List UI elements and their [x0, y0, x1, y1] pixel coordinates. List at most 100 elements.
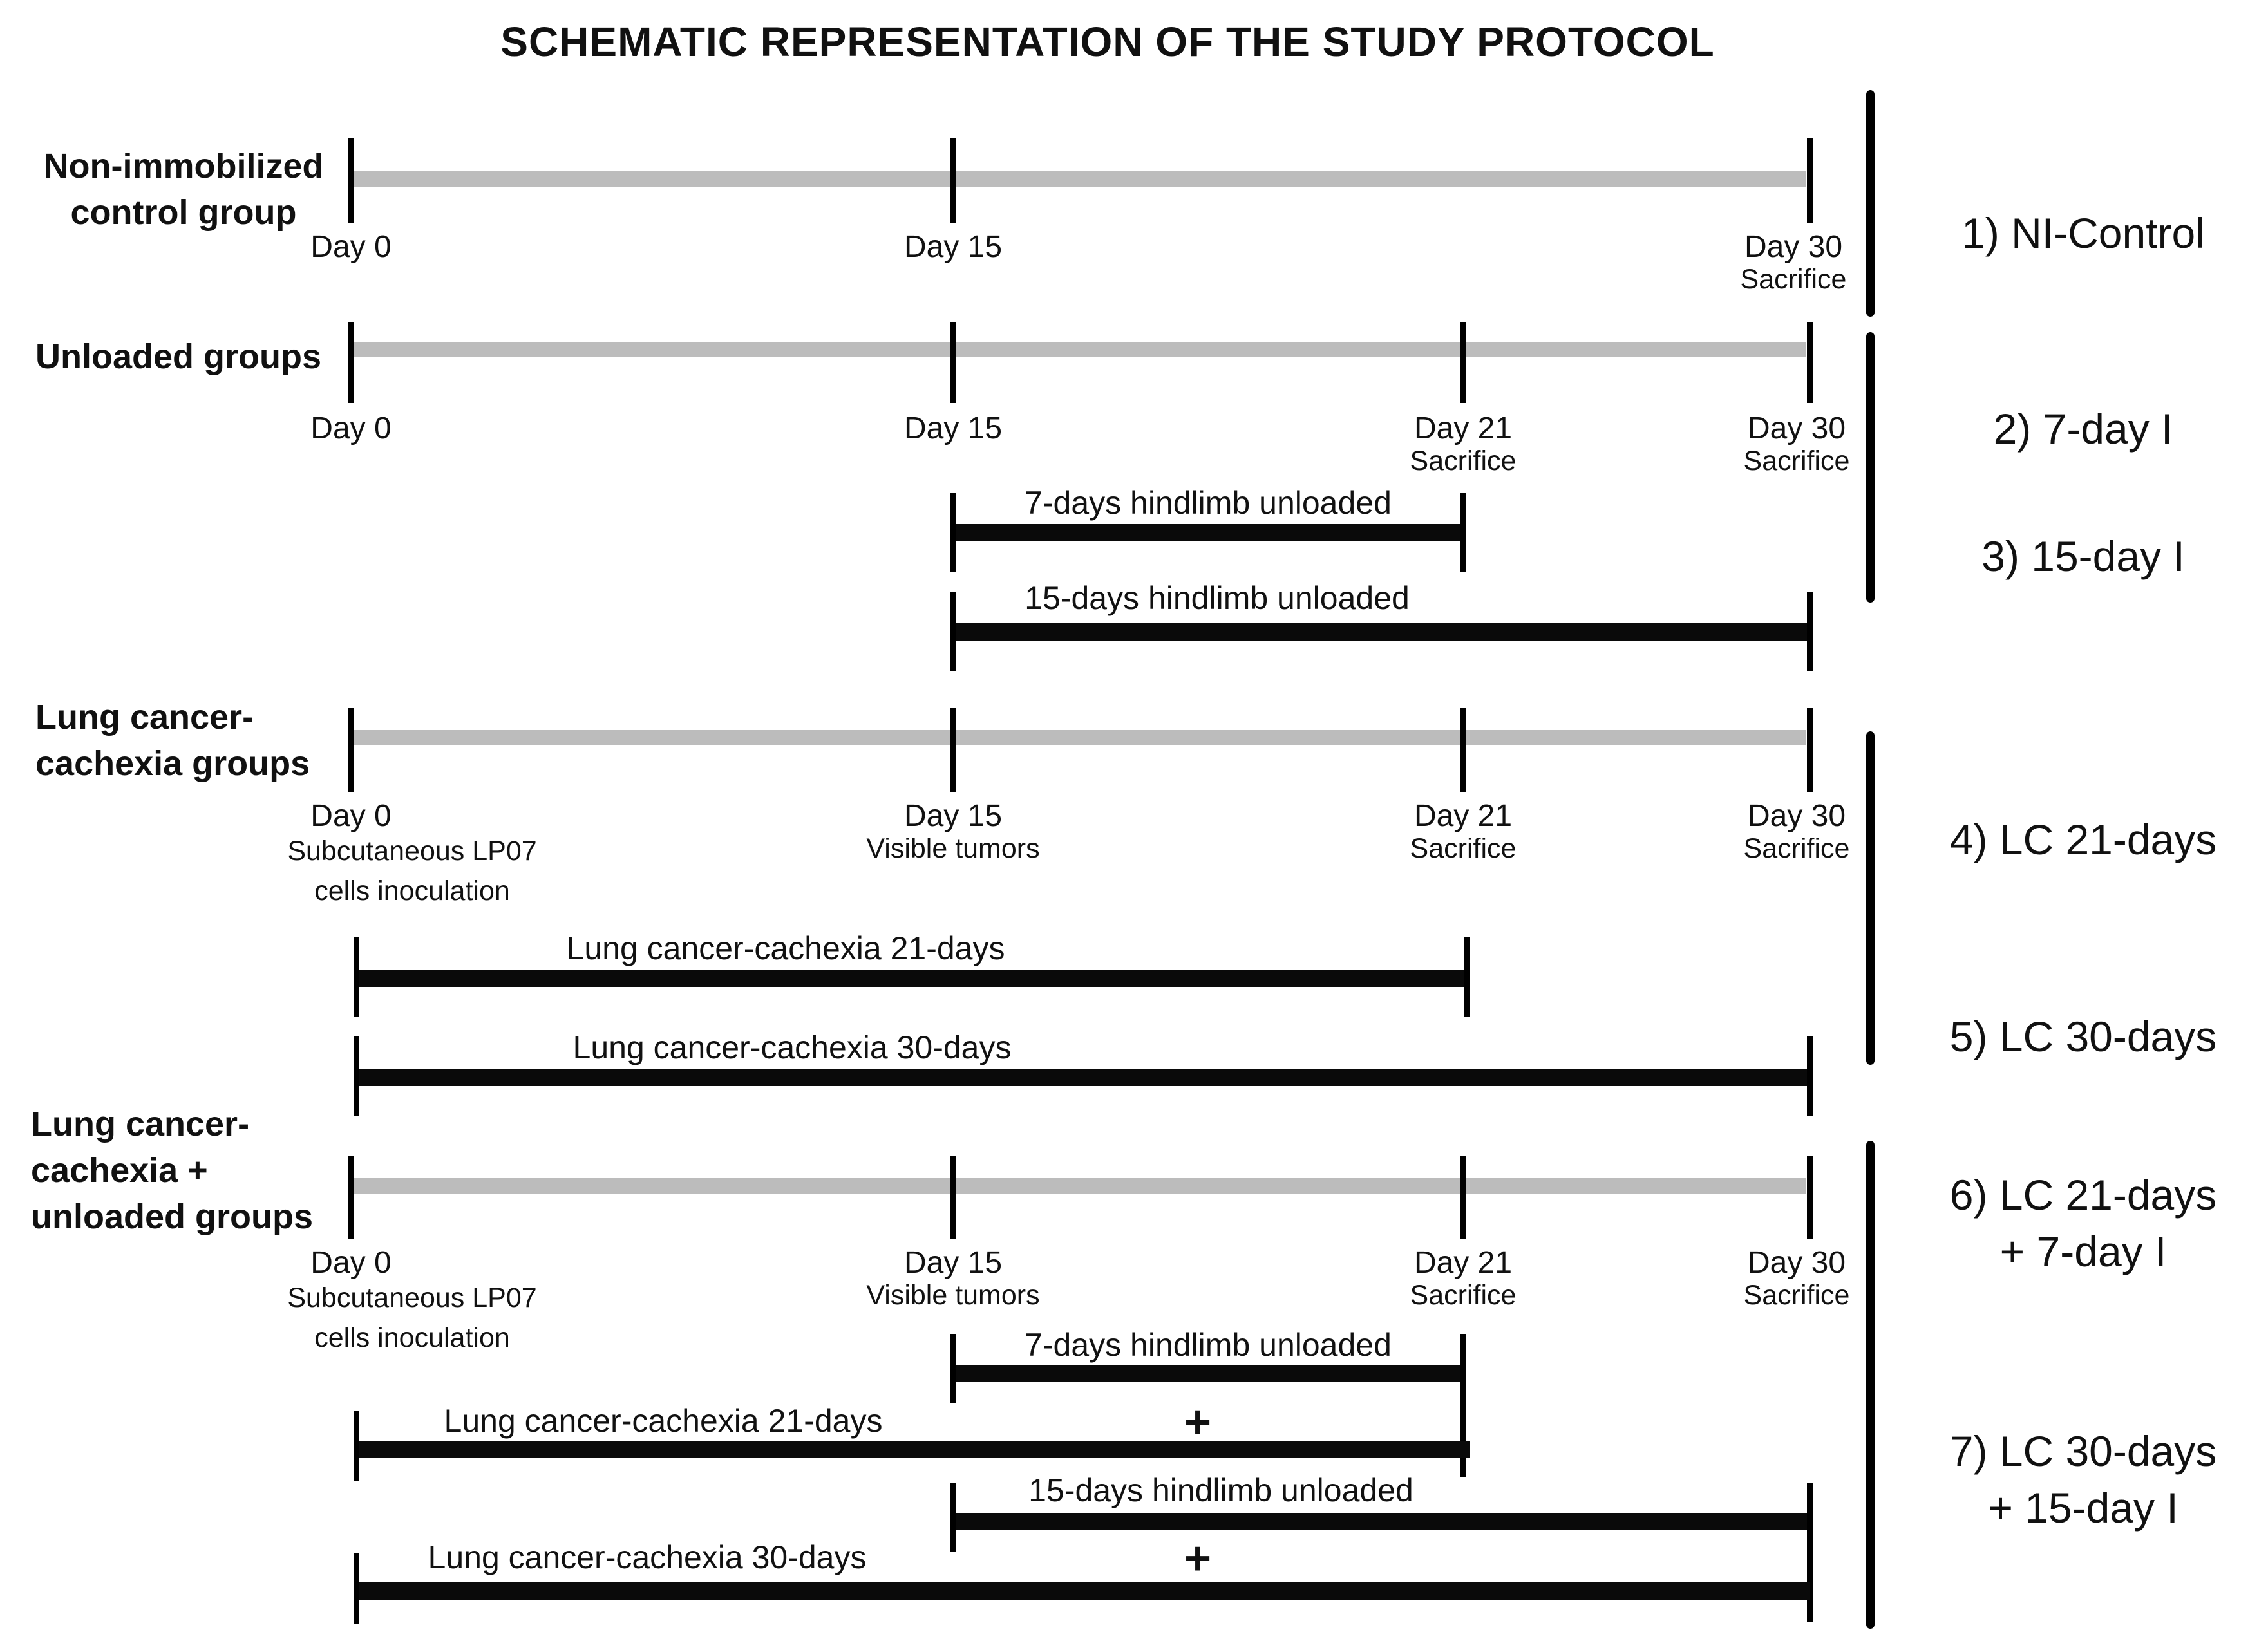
- bar-lcu-7days: [953, 1365, 1463, 1382]
- bracket-group-1: [1866, 90, 1875, 317]
- bracket-group-6-7: [1866, 1141, 1875, 1629]
- tick-unloaded-day0: [348, 322, 354, 403]
- label-lcu-day0-sub1: Subcutaneous LP07: [287, 1282, 537, 1313]
- bracket-group-2-3: [1866, 332, 1875, 603]
- bar-lcu-30days: [356, 1582, 1810, 1600]
- bar-lc30-label: Lung cancer-cachexia 30-days: [572, 1029, 1012, 1065]
- tick-lc-day21: [1460, 708, 1466, 792]
- figure-title: SCHEMATIC REPRESENTATION OF THE STUDY PR…: [500, 19, 1715, 65]
- label-ni-day30: Day 30: [1744, 230, 1843, 264]
- tick-lcu-day15: [950, 1156, 956, 1239]
- timeline-unloaded: [354, 342, 1806, 357]
- label-lcu-day30-sacrifice: Sacrifice: [1743, 1280, 1850, 1311]
- bar-lcu-15days-right-tick: [1807, 1483, 1813, 1622]
- label-lc-day30-sacrifice: Sacrifice: [1743, 833, 1850, 864]
- label-lc-day0-sub1: Subcutaneous LP07: [287, 836, 537, 867]
- section-lcu-header-line1: Lung cancer-: [31, 1105, 250, 1143]
- bar-15days-unloaded-label: 15-days hindlimb unloaded: [1025, 580, 1410, 616]
- section-lcu-header-line3: unloaded groups: [31, 1197, 313, 1236]
- label-unloaded-day30: Day 30: [1747, 411, 1846, 445]
- tick-unloaded-day15: [950, 322, 956, 403]
- bar-15days-unloaded-left-tick: [950, 592, 956, 671]
- bar-lc21: [356, 970, 1470, 987]
- section-lc-header-line2: cachexia groups: [35, 744, 310, 783]
- group-label-7-line1: 7) LC 30-days: [1949, 1427, 2217, 1475]
- timeline-lc: [354, 730, 1806, 745]
- section-lc-header: Lung cancer- cachexia groups: [35, 694, 310, 787]
- label-lc-day15-tumors: Visible tumors: [866, 833, 1040, 864]
- label-lcu-day0: Day 0: [310, 1246, 392, 1280]
- label-unloaded-day21: Day 21: [1413, 411, 1513, 445]
- group-label-4: 4) LC 21-days: [1949, 816, 2217, 863]
- bar-lcu-21days-left-tick: [354, 1411, 359, 1481]
- group-label-2: 2) 7-day I: [1993, 405, 2173, 453]
- section-ni-header-line2: control group: [70, 193, 297, 232]
- tick-unloaded-day21: [1460, 322, 1466, 403]
- label-lc-day30: Day 30: [1747, 799, 1846, 833]
- label-unloaded-day30-sacrifice: Sacrifice: [1743, 445, 1850, 476]
- label-lc-day15: Day 15: [903, 799, 1003, 833]
- label-ni-day15: Day 15: [903, 230, 1003, 264]
- tick-lc-day0: [348, 708, 354, 792]
- bracket-group-4-5: [1866, 731, 1875, 1065]
- plus-sign-21: +: [1184, 1396, 1212, 1448]
- label-lc-day21-sacrifice: Sacrifice: [1410, 833, 1517, 864]
- label-lcu-day15-tumors: Visible tumors: [866, 1280, 1040, 1311]
- label-unloaded-day21-sacrifice: Sacrifice: [1410, 445, 1517, 476]
- label-lcu-day21: Day 21: [1413, 1246, 1513, 1280]
- group-label-6-line1: 6) LC 21-days: [1949, 1171, 2217, 1219]
- group-label-5: 5) LC 30-days: [1949, 1013, 2217, 1060]
- bar-lcu-7days-label: 7-days hindlimb unloaded: [1025, 1327, 1392, 1363]
- bar-7days-unloaded: [953, 524, 1463, 541]
- tick-lc-day30: [1807, 708, 1813, 792]
- label-lcu-day30: Day 30: [1747, 1246, 1846, 1280]
- bar-lcu-30days-left-tick: [354, 1553, 359, 1624]
- section-ni-header: Non-immobilized control group: [26, 143, 341, 236]
- bar-lcu-15days: [953, 1513, 1810, 1530]
- tick-lcu-day0: [348, 1156, 354, 1239]
- bar-7days-unloaded-right-tick: [1460, 493, 1466, 572]
- bar-7days-unloaded-label: 7-days hindlimb unloaded: [1025, 485, 1392, 521]
- label-lcu-day0-sub2: cells inoculation: [314, 1322, 510, 1353]
- bar-lcu-30days-label: Lung cancer-cachexia 30-days: [428, 1539, 867, 1575]
- group-label-6-line2: + 7-day I: [1999, 1228, 2167, 1275]
- section-unloaded-header: Unloaded groups: [35, 337, 321, 376]
- bar-7days-unloaded-left-tick: [950, 493, 956, 572]
- label-unloaded-day0: Day 0: [310, 411, 392, 445]
- bar-lc30-left-tick: [354, 1036, 359, 1116]
- group-label-3: 3) 15-day I: [1981, 532, 2185, 580]
- bar-lc21-right-tick: [1464, 937, 1470, 1017]
- timeline-ni: [354, 171, 1806, 187]
- tick-ni-day0: [348, 138, 354, 223]
- label-lcu-day15: Day 15: [903, 1246, 1003, 1280]
- group-label-6: 6) LC 21-days + 7-day I: [1900, 1167, 2267, 1280]
- bar-15days-unloaded: [953, 623, 1810, 641]
- group-label-1: 1) NI-Control: [1961, 209, 2205, 257]
- label-lc-day0-sub2: cells inoculation: [314, 876, 510, 906]
- bar-lcu-15days-left-tick: [950, 1483, 956, 1552]
- bar-lcu-7days-left-tick: [950, 1334, 956, 1403]
- section-lcu-header-line2: cachexia +: [31, 1151, 208, 1190]
- timeline-lcu: [354, 1178, 1806, 1194]
- tick-ni-day30: [1807, 138, 1813, 223]
- tick-ni-day15: [950, 138, 956, 223]
- section-lc-header-line1: Lung cancer-: [35, 698, 254, 736]
- group-label-7: 7) LC 30-days + 15-day I: [1900, 1423, 2267, 1536]
- bar-lcu-15days-label: 15-days hindlimb unloaded: [1028, 1472, 1413, 1508]
- label-lc-day0: Day 0: [310, 799, 392, 833]
- tick-unloaded-day30: [1807, 322, 1813, 403]
- label-ni-day0: Day 0: [310, 230, 392, 264]
- section-lcu-header: Lung cancer- cachexia + unloaded groups: [31, 1101, 313, 1240]
- label-lcu-day21-sacrifice: Sacrifice: [1410, 1280, 1517, 1311]
- plus-sign-30: +: [1184, 1533, 1212, 1584]
- bar-lc21-label: Lung cancer-cachexia 21-days: [566, 930, 1005, 966]
- bar-lcu-21days-label: Lung cancer-cachexia 21-days: [444, 1403, 883, 1439]
- tick-lcu-day30: [1807, 1156, 1813, 1239]
- label-lc-day21: Day 21: [1413, 799, 1513, 833]
- tick-lcu-day21: [1460, 1156, 1466, 1239]
- tick-lc-day15: [950, 708, 956, 792]
- bar-lc21-left-tick: [354, 937, 359, 1017]
- label-ni-day30-sacrifice: Sacrifice: [1740, 264, 1847, 295]
- bar-lc30: [356, 1069, 1810, 1086]
